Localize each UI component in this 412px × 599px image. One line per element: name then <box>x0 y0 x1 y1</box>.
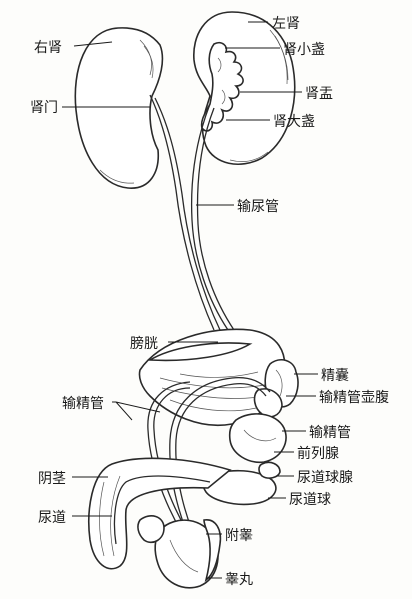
label-vas-deferens-right: 输精管 <box>309 425 351 441</box>
label-ampulla-vas-deferens: 输精管壶腹 <box>319 389 389 406</box>
label-right-kidney: 右肾 <box>34 40 62 56</box>
label-minor-calyx: 肾小盏 <box>283 42 325 58</box>
label-renal-pelvis: 肾盂 <box>305 86 333 102</box>
seminal-vesicle <box>253 359 299 418</box>
label-urethral-bulb: 尿道球 <box>289 492 331 508</box>
urethral-bulb <box>202 461 281 506</box>
label-testis: 睾丸 <box>225 572 253 588</box>
ureters <box>149 94 235 331</box>
labels: 右肾 左肾 肾门 肾小盏 肾盂 肾大盏 输尿管 膀胱 精囊 输精管壶腹 输精管 … <box>30 16 389 588</box>
label-left-kidney: 左肾 <box>272 16 300 32</box>
label-seminal-vesicle: 精囊 <box>321 367 349 384</box>
penis <box>88 457 232 570</box>
prostate <box>228 413 287 464</box>
label-epididymis: 附睾 <box>225 528 253 544</box>
right-kidney <box>74 27 164 189</box>
testis <box>137 515 222 589</box>
label-ureter: 输尿管 <box>237 199 279 215</box>
label-penis: 阴茎 <box>38 471 66 487</box>
label-urethra: 尿道 <box>38 510 66 526</box>
label-prostate: 前列腺 <box>297 445 339 462</box>
label-major-calyx: 肾大盏 <box>273 114 315 130</box>
label-bulbourethral-gland: 尿道球腺 <box>297 470 353 486</box>
left-kidney <box>193 11 296 166</box>
leader-lines <box>62 21 318 579</box>
label-renal-hilum: 肾门 <box>30 100 58 116</box>
label-bladder: 膀胱 <box>130 335 158 352</box>
label-vas-deferens-left: 输精管 <box>62 396 104 412</box>
